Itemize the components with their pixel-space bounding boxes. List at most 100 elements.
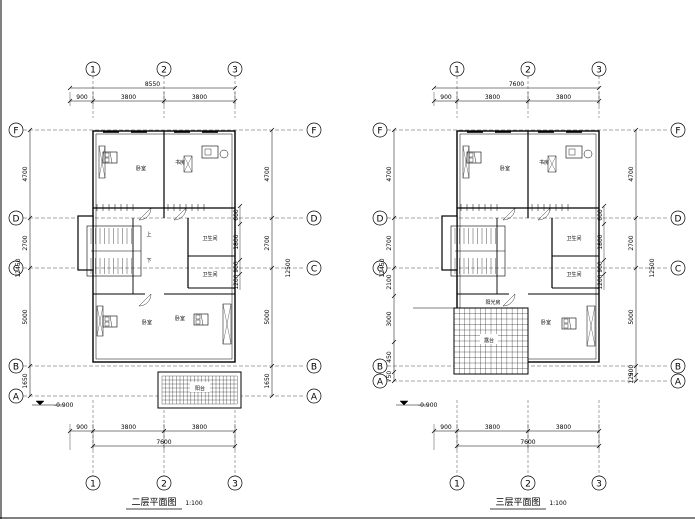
dimension-tick: [27, 393, 33, 399]
row-axis-right-A-bubble: [306, 388, 322, 404]
dim-right-2: 2700: [628, 235, 635, 250]
col-axis-top-3: 3: [596, 66, 602, 76]
dimension-tick: [27, 363, 33, 369]
col-axis-top-1-bubble: [85, 61, 101, 77]
dim-inner-3: 900: [233, 261, 240, 273]
wardrobe-top: [462, 145, 470, 179]
row-axis-left-F-bubble: [372, 122, 388, 138]
door-leaf: [138, 293, 152, 307]
room-bedroom-bottom: 卧室: [142, 319, 152, 326]
door-leaf: [502, 293, 516, 307]
row-axis-left-A: A: [13, 393, 20, 403]
bed-lower-left-pillow: [104, 321, 110, 327]
row-axis-left-B-bubble: [8, 358, 24, 374]
dim-right-4: 900: [628, 365, 635, 377]
col-axis-bottom-1-bubble: [85, 475, 101, 491]
row-axis-right-B-bubble: [306, 358, 322, 374]
col-axis-bottom-3: 3: [596, 480, 602, 490]
col-axis-top-1-bubble: [449, 61, 465, 77]
study-desk: [565, 145, 583, 159]
row-axis-left-C-bubble: [8, 260, 24, 276]
row-axis-left-C: C: [13, 265, 19, 275]
col-axis-bottom-2: 2: [525, 480, 531, 490]
dimension-tick: [391, 378, 397, 384]
row-axis-left-C: C: [377, 265, 383, 275]
dimension-tick: [633, 363, 639, 369]
stair-down-label: 下: [146, 258, 151, 264]
study-shelf: [547, 155, 557, 173]
wardrobe-lower-right: [586, 305, 596, 347]
dim-right-5: 125: [628, 372, 635, 384]
room-terrace: 露台: [484, 337, 494, 344]
dimension-tick: [269, 363, 275, 369]
bed-lower-right-pillow: [563, 323, 569, 329]
door-swing-3: [502, 293, 516, 307]
row-axis-left-D-bubble: [372, 210, 388, 226]
dimension-tick: [391, 369, 397, 375]
bed-lower-left-pillow: [104, 316, 110, 322]
room-bath-2: 卫生间: [566, 271, 581, 278]
row-axis-right-D: D: [675, 215, 682, 225]
study-desk-monitor: [204, 148, 212, 156]
dimension-tick: [269, 215, 275, 221]
dim-left-total: 12450: [15, 258, 22, 277]
stair-bay: [441, 215, 458, 271]
bed-lower-left-fold: [109, 315, 113, 328]
col-axis-top-2: 2: [161, 66, 167, 76]
wardrobe-lower-diag: [96, 305, 104, 337]
room-bedroom-right: 卧室: [175, 315, 185, 322]
stair-up-label: 上: [146, 231, 151, 238]
bed-top-fold: [109, 151, 113, 164]
col-axis-bottom-1: 1: [454, 480, 460, 490]
bed-lower-right-fold: [568, 317, 572, 330]
col-axis-top-2-bubble: [156, 61, 172, 77]
dim-bottom-seg-2: 3800: [121, 424, 136, 431]
door-swing-1: [138, 207, 152, 221]
row-axis-right-F-bubble: [670, 122, 686, 138]
row-axis-right-B: B: [675, 363, 681, 373]
door-leaf: [502, 207, 516, 221]
row-axis-left-A: A: [377, 378, 384, 388]
room-bath-1: 卫生间: [566, 235, 581, 242]
dimension-tick: [269, 265, 275, 271]
dimension-tick: [67, 85, 73, 91]
study-desk: [201, 145, 219, 159]
row-axis-left-D: D: [13, 215, 20, 225]
dim-inner-1: 600: [233, 209, 240, 221]
wardrobe-top: [98, 145, 106, 179]
balcony-label-bg: [190, 382, 210, 392]
plan-title: 二层平面图: [131, 497, 176, 508]
dim-top-seg-3: 3800: [192, 94, 207, 101]
dim-top-total: 7600: [509, 81, 524, 88]
row-axis-left-D: D: [377, 215, 384, 225]
dim-right-3: 5000: [628, 309, 635, 324]
dimension-tick: [391, 215, 397, 221]
plan-scale: 1:100: [549, 500, 566, 507]
dimension-tick: [90, 443, 96, 449]
col-axis-top-1: 1: [454, 66, 460, 76]
dim-left-3: 5000: [22, 309, 29, 324]
dim-bottom-seg-2: 3800: [485, 424, 500, 431]
dim-bottom-total: 7600: [156, 439, 171, 446]
dimension-tick: [27, 127, 33, 133]
study-shelf-diag: [547, 155, 557, 173]
row-axis-right-D: D: [311, 215, 318, 225]
elevation-marker: [35, 400, 45, 406]
dim-top-seg-2: 3800: [121, 94, 136, 101]
dim-bottom-seg-1: 900: [440, 424, 452, 431]
room-lobby: 阳光房: [485, 299, 500, 306]
dim-left-5: 450: [386, 351, 393, 363]
row-axis-left-F: F: [13, 127, 18, 137]
row-axis-left-F: F: [377, 127, 382, 137]
dim-bottom-total: 7600: [520, 439, 535, 446]
row-axis-right-A: A: [675, 378, 682, 388]
room-balcony: 阳台: [195, 385, 205, 392]
door-leaf: [537, 207, 551, 221]
dim-left-4: 1650: [22, 373, 29, 388]
col-axis-top-2-bubble: [520, 61, 536, 77]
room-bedroom-top: 卧室: [136, 165, 146, 172]
wardrobe-lower: [96, 305, 104, 337]
dimension-tick: [454, 443, 460, 449]
